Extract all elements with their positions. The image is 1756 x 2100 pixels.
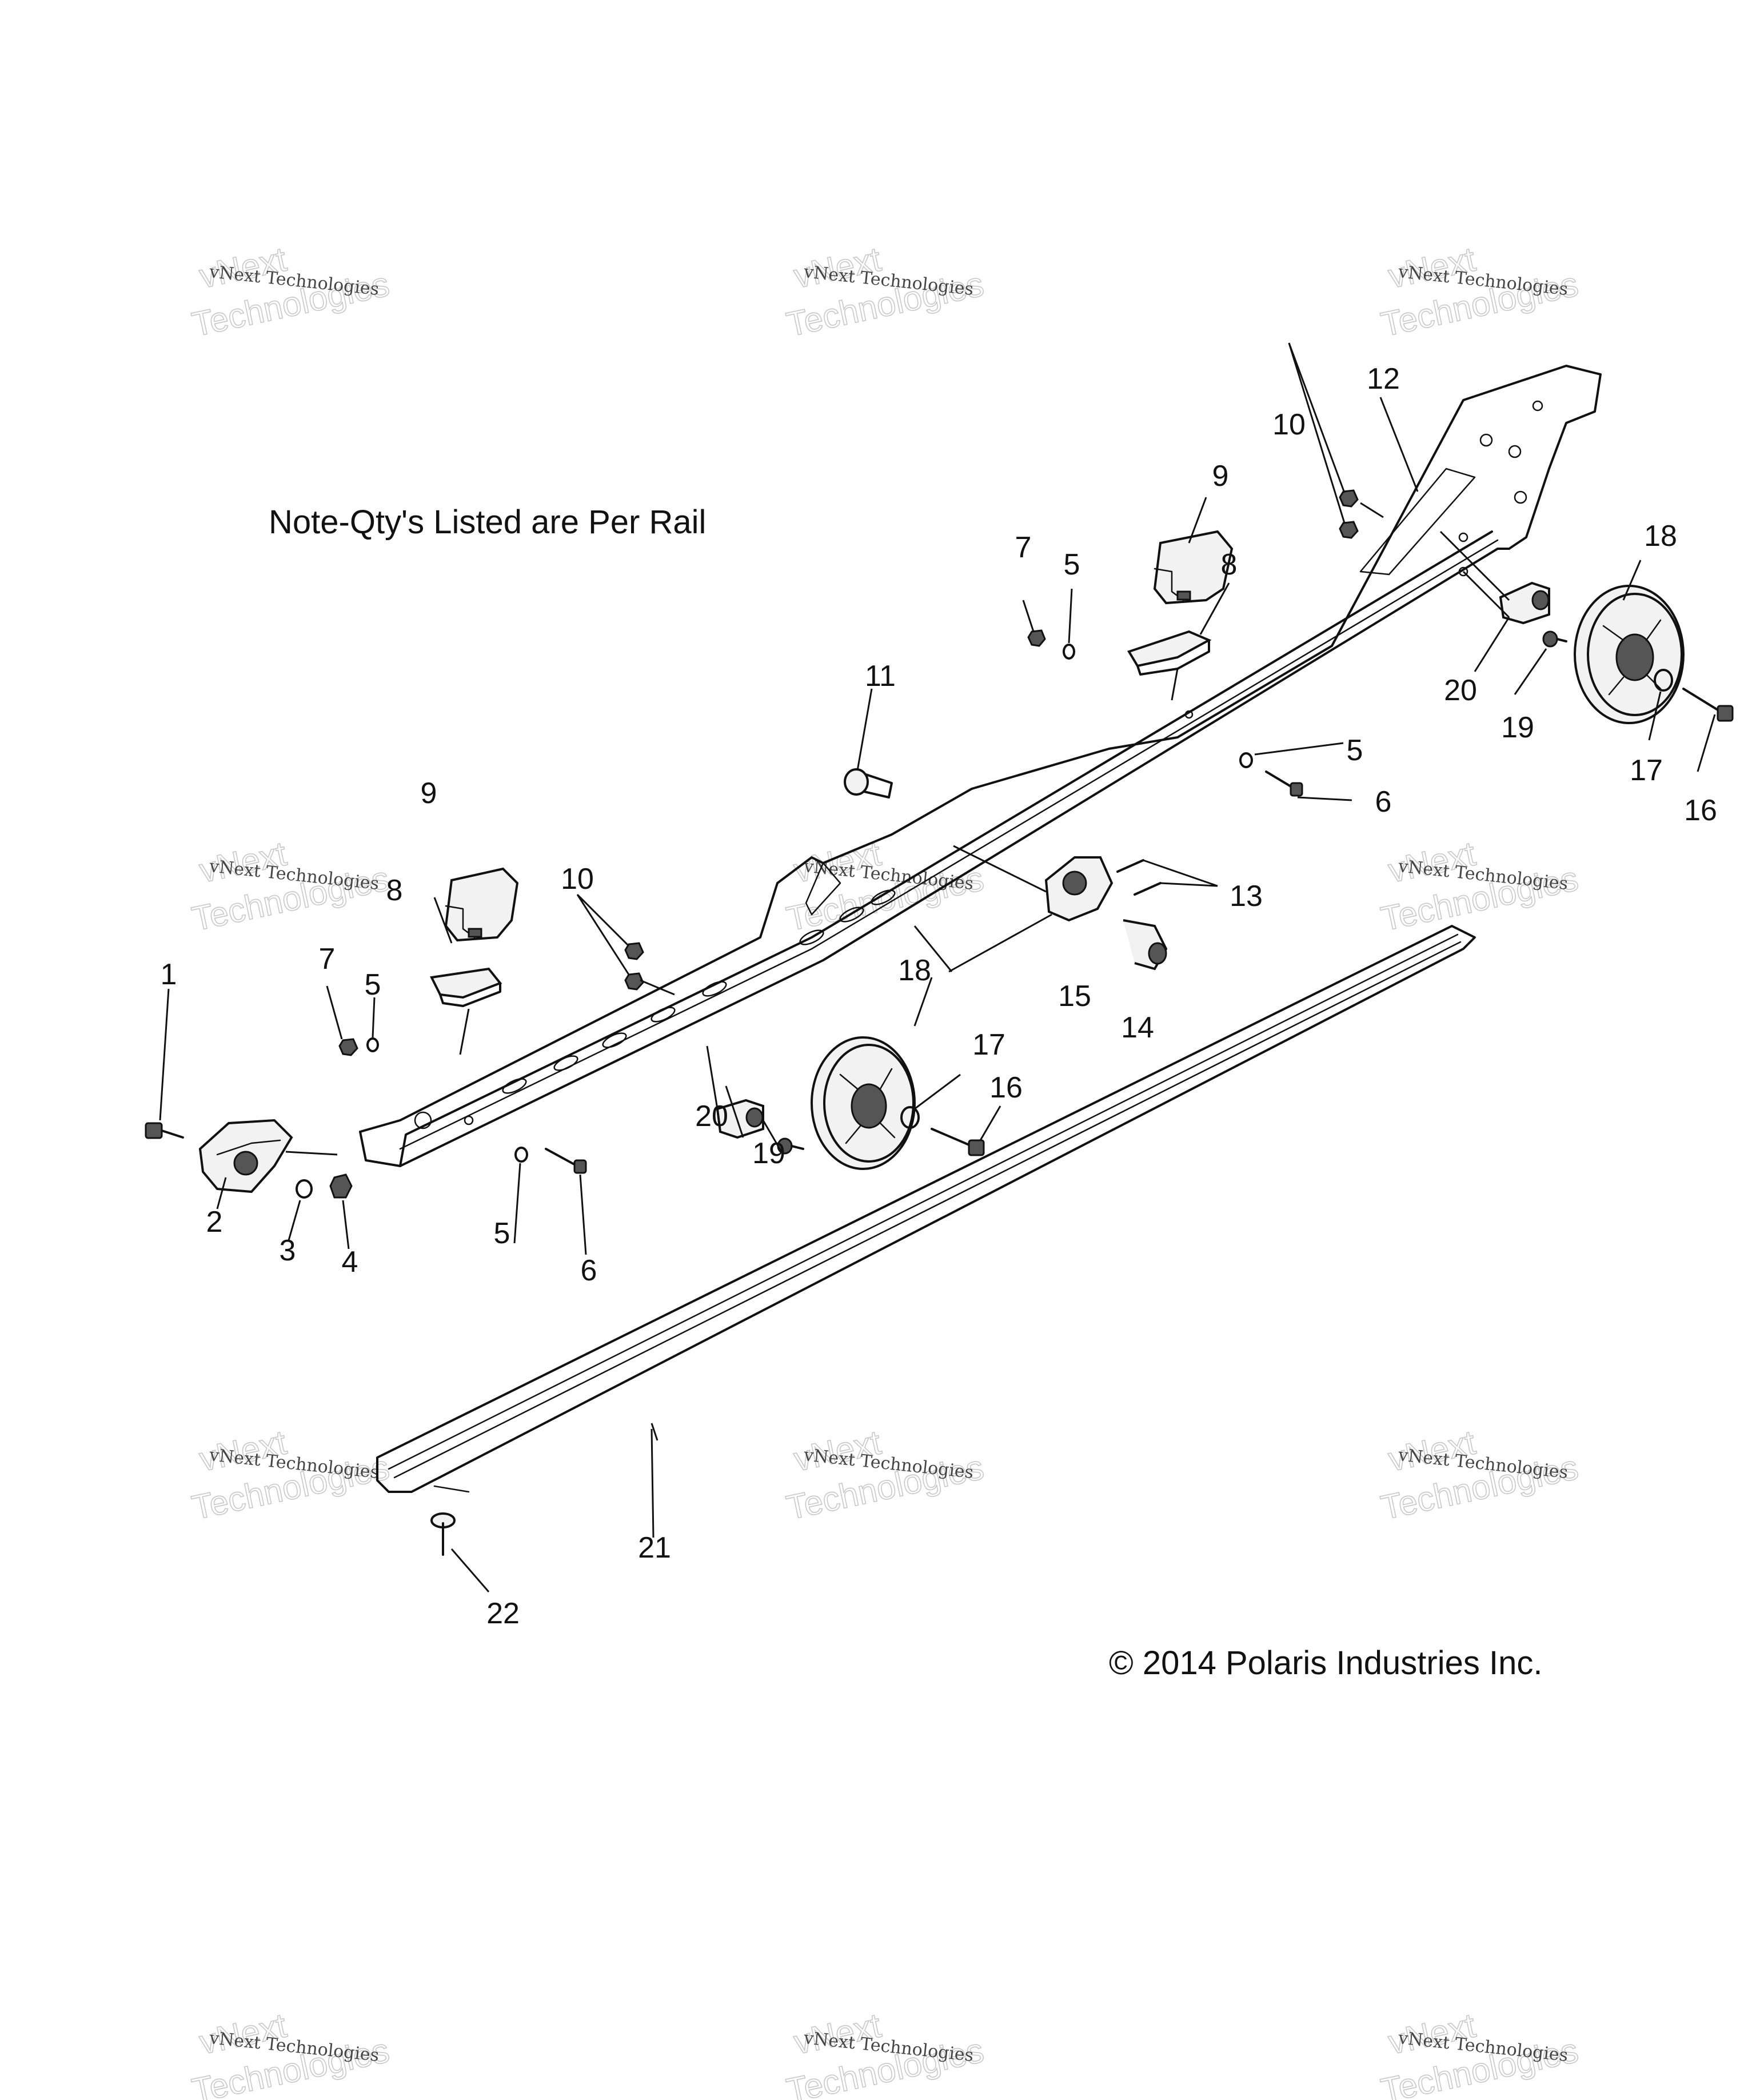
wheel-part-18 bbox=[811, 1036, 916, 1170]
callout-5: 5 bbox=[365, 968, 381, 1001]
leader-lines bbox=[159, 342, 1716, 1592]
callout-16: 16 bbox=[1684, 794, 1717, 827]
washer-part-5 bbox=[366, 1037, 379, 1052]
watermark: vNext Technologies vNext Technologies bbox=[783, 239, 987, 345]
qty-note: Note-Qty's Listed are Per Rail bbox=[269, 504, 707, 541]
rail-slots bbox=[414, 889, 896, 1129]
bolt-part-6 bbox=[1265, 770, 1303, 797]
callout-5: 5 bbox=[1064, 548, 1080, 581]
bolt-part-16 bbox=[1682, 688, 1734, 722]
callout-17: 17 bbox=[1630, 754, 1663, 787]
spacer-part-20 bbox=[716, 1099, 764, 1139]
slide-block-part-8 bbox=[429, 967, 502, 1007]
nuts-part-10 bbox=[1339, 489, 1359, 539]
washer-part-17 bbox=[900, 1106, 920, 1129]
bolt-part-16 bbox=[931, 1128, 985, 1156]
rail-cap-part-2 bbox=[198, 1119, 293, 1193]
bushing-part-14 bbox=[1123, 919, 1168, 971]
washer-part-17 bbox=[1654, 669, 1673, 692]
idler-mount-part-15 bbox=[1044, 856, 1114, 922]
bolt-part-19 bbox=[1542, 630, 1567, 648]
watermark: vNext Technologies vNext Technologies bbox=[1377, 2006, 1582, 2100]
bumper-part-9 bbox=[1153, 530, 1234, 605]
watermark: vNext Technologies vNext Technologies bbox=[1377, 239, 1582, 345]
callout-11: 11 bbox=[865, 660, 896, 693]
callout-6: 6 bbox=[1375, 785, 1392, 819]
bolt-part-1 bbox=[145, 1122, 184, 1139]
washer-part-3 bbox=[296, 1179, 313, 1199]
copyright-notice: © 2014 Polaris Industries Inc. bbox=[1109, 1644, 1543, 1682]
nut-part-7 bbox=[1027, 629, 1046, 647]
bolt-part-6 bbox=[545, 1148, 587, 1174]
watermark: vNext Technologies vNext Technologies bbox=[188, 239, 393, 345]
callout-14: 14 bbox=[1121, 1011, 1154, 1044]
callout-1: 1 bbox=[161, 958, 177, 991]
callout-3: 3 bbox=[280, 1234, 296, 1267]
rivet-part-22 bbox=[430, 1512, 456, 1556]
callout-16: 16 bbox=[989, 1071, 1023, 1104]
pins-part-13 bbox=[1116, 859, 1162, 896]
callout-20: 20 bbox=[1444, 674, 1477, 707]
callout-13: 13 bbox=[1230, 880, 1263, 913]
bumper-part-9 bbox=[444, 867, 519, 942]
shaft-bolt-part-11 bbox=[844, 768, 893, 799]
slide-block-part-8 bbox=[1127, 630, 1212, 676]
watermark: vNext Technologies vNext Technologies bbox=[188, 2006, 393, 2100]
watermark: vNext Technologies vNext Technologies bbox=[783, 1423, 987, 1528]
callout-10: 10 bbox=[561, 863, 594, 896]
callout-8: 8 bbox=[386, 874, 403, 907]
callout-21: 21 bbox=[638, 1531, 671, 1564]
callout-5: 5 bbox=[494, 1217, 510, 1250]
callout-8: 8 bbox=[1221, 548, 1238, 581]
callout-17: 17 bbox=[972, 1028, 1005, 1061]
callout-20: 20 bbox=[695, 1100, 728, 1133]
spacer-part-20 bbox=[1499, 581, 1550, 625]
callout-labels: 1 2 3 4 5 5 5 5 6 6 7 7 8 8 9 9 10 10 11… bbox=[161, 362, 1717, 1630]
slide-part-21 bbox=[376, 925, 1476, 1493]
callout-9: 9 bbox=[1212, 460, 1229, 493]
callout-19: 19 bbox=[1501, 711, 1534, 744]
rail-holes bbox=[464, 400, 1543, 1125]
callout-15: 15 bbox=[1058, 980, 1091, 1013]
callout-6: 6 bbox=[581, 1254, 597, 1287]
nut-part-7 bbox=[338, 1038, 358, 1056]
callout-4: 4 bbox=[342, 1245, 358, 1279]
callout-19: 19 bbox=[752, 1137, 785, 1170]
nuts-part-10 bbox=[624, 942, 644, 991]
callout-22: 22 bbox=[486, 1597, 520, 1630]
wheel-part-18 bbox=[1574, 585, 1685, 724]
callout-2: 2 bbox=[206, 1205, 223, 1239]
watermark: vNext Technologies vNext Technologies bbox=[1377, 1423, 1582, 1528]
callout-12: 12 bbox=[1367, 362, 1400, 396]
callout-18: 18 bbox=[1644, 520, 1677, 553]
nut-part-4 bbox=[329, 1173, 353, 1199]
callout-18: 18 bbox=[898, 954, 931, 987]
watermark: vNext Technologies vNext Technologies bbox=[188, 1423, 393, 1528]
watermark: vNext Technologies vNext Technologies bbox=[188, 834, 393, 939]
washer-part-5 bbox=[1239, 752, 1253, 768]
watermark: vNext Technologies vNext Technologies bbox=[1377, 834, 1582, 939]
rail-part-12 bbox=[359, 365, 1602, 1167]
callout-7: 7 bbox=[319, 943, 336, 976]
watermark: vNext Technologies vNext Technologies bbox=[783, 2006, 987, 2100]
callout-5: 5 bbox=[1347, 734, 1363, 767]
washer-part-5 bbox=[514, 1147, 528, 1163]
callout-10: 10 bbox=[1272, 408, 1306, 441]
washer-part-5 bbox=[1063, 644, 1075, 660]
callout-7: 7 bbox=[1015, 531, 1032, 564]
callout-9: 9 bbox=[421, 777, 437, 810]
